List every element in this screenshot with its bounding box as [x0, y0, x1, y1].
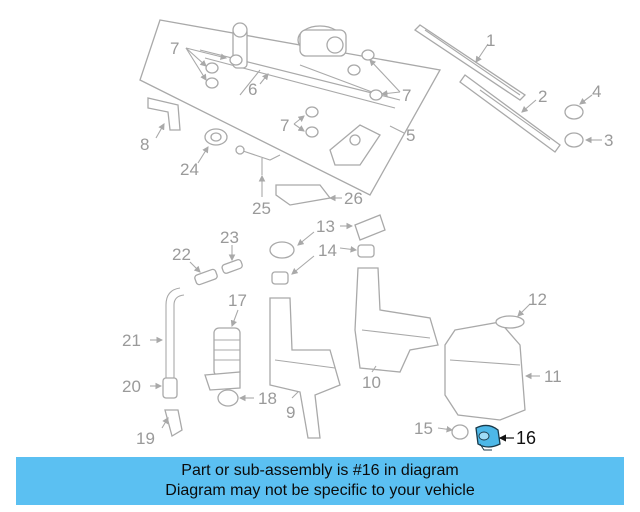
callout-26: 26 — [344, 189, 363, 208]
washer-nozzle-26 — [275, 184, 332, 206]
reservoir-10 — [354, 267, 439, 373]
callout-3: 3 — [604, 131, 613, 150]
callout-labels: 1 2 3 4 5 6 7 7 7 8 9 10 11 12 13 14 15 … — [122, 31, 613, 448]
callout-8: 8 — [140, 135, 149, 154]
grommet-24 — [204, 128, 228, 146]
callout-17: 17 — [228, 291, 247, 310]
leader-lines — [150, 43, 602, 442]
hose-junction — [235, 145, 281, 175]
callout-25: 25 — [252, 199, 271, 218]
callout-7-top-left: 7 — [170, 39, 179, 58]
callout-10: 10 — [362, 373, 381, 392]
info-banner: Part or sub-assembly is #16 in diagram D… — [16, 457, 624, 505]
callout-9: 9 — [286, 403, 295, 422]
callout-2: 2 — [538, 87, 547, 106]
banner-line-disclaimer: Diagram may not be specific to your vehi… — [165, 482, 475, 499]
pivot-bracket-right — [329, 124, 381, 166]
highlighted-part-16[interactable] — [475, 424, 501, 451]
callout-5: 5 — [406, 126, 415, 145]
callout-23: 23 — [220, 228, 239, 247]
callout-6: 6 — [248, 80, 257, 99]
callout-4: 4 — [592, 82, 601, 101]
callout-14: 14 — [318, 241, 337, 260]
pump-seal-13 — [269, 214, 386, 259]
callout-20: 20 — [122, 377, 141, 396]
pivot-nut-cap — [564, 104, 584, 148]
seal-ring-12 — [495, 315, 525, 329]
hose-section-20 — [162, 377, 178, 399]
bracket — [147, 97, 181, 131]
grommet-14 — [271, 244, 375, 285]
reservoir-9 — [269, 297, 341, 439]
callout-21: 21 — [122, 331, 141, 350]
wiper-arm — [459, 74, 561, 153]
elbow-19 — [164, 409, 183, 438]
callout-7-right: 7 — [402, 86, 411, 105]
callout-18: 18 — [258, 389, 277, 408]
parts-diagram: 1 2 3 4 5 6 7 7 7 8 9 10 11 12 13 14 15 … — [122, 19, 613, 451]
callout-15: 15 — [414, 419, 433, 438]
washer-tank — [444, 321, 526, 421]
callout-7-middle: 7 — [280, 116, 289, 135]
callout-13: 13 — [316, 217, 335, 236]
pump-grommet-18 — [217, 389, 239, 407]
banner-line-part: Part or sub-assembly is #16 in diagram — [181, 462, 459, 479]
pump-grommet-15 — [451, 424, 469, 440]
check-valve — [194, 259, 243, 286]
callout-16[interactable]: 16 — [516, 428, 536, 448]
grommet-set — [205, 49, 383, 138]
callout-12: 12 — [528, 290, 547, 309]
callout-1: 1 — [486, 31, 495, 50]
filler-hose — [165, 287, 185, 380]
washer-pump — [204, 327, 241, 391]
callout-24: 24 — [180, 160, 199, 179]
callout-19: 19 — [136, 429, 155, 448]
callout-22: 22 — [172, 245, 191, 264]
callout-11: 11 — [544, 367, 562, 386]
wiper-blade — [413, 24, 527, 101]
wiper-motor — [297, 25, 347, 57]
